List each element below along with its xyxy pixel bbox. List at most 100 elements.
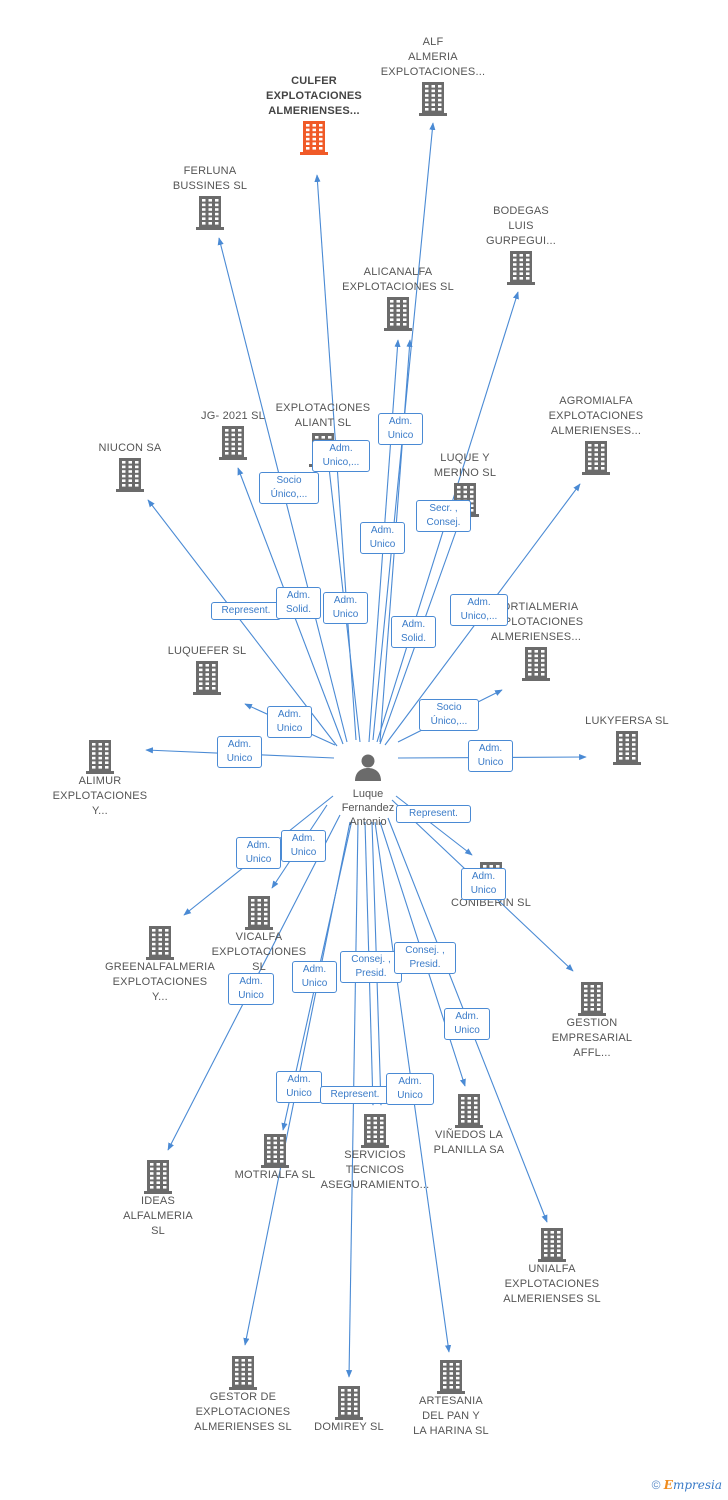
company-label-line: ALMERIENSES...	[550, 425, 642, 437]
company-label-line: AGROMIALFA	[559, 395, 633, 407]
role-badge-represent-low[interactable]: Represent.	[320, 1086, 390, 1104]
company-label-line: SL	[252, 961, 266, 973]
role-badge-bodegas[interactable]: Adm.Solid.	[391, 616, 436, 648]
role-badge-alf[interactable]: Adm.Unico	[378, 413, 423, 445]
role-badge-line: Unico,...	[460, 611, 498, 622]
company-label-line: EXPLOTACIONES	[52, 790, 148, 802]
role-badge-line: Consej.	[426, 517, 461, 528]
role-badge-ideas[interactable]: Adm.Unico	[228, 973, 274, 1005]
role-badge-alican[interactable]: Adm.Unico	[360, 522, 405, 554]
role-badge-line: Unico	[470, 885, 497, 896]
role-badge-alimur[interactable]: Adm.Unico	[217, 736, 262, 768]
role-badge-ferluna[interactable]: Adm.Solid.	[276, 587, 321, 619]
company-label-line: EXPLOTACIONES SL	[342, 281, 454, 293]
role-badge-vinedos[interactable]: Adm.Unico	[444, 1008, 490, 1040]
company-label-line: ALFALMERIA	[123, 1210, 193, 1222]
role-badge-gestor[interactable]: Adm.Unico	[276, 1071, 322, 1103]
center-person-node[interactable]: Luque Fernandez Antonio	[318, 752, 418, 829]
building-icon	[196, 196, 224, 230]
company-label-line: ALMERIENSES SL	[194, 1421, 292, 1433]
role-badge-luque-merino[interactable]: Secr. , Consej.	[416, 500, 471, 532]
role-badge-motrialfa[interactable]: Adm.Unico	[292, 961, 337, 993]
company-label-line: LUQUE Y	[440, 452, 490, 464]
company-label-line: AFFL...	[573, 1047, 611, 1059]
company-label-line: EXPLOTACIONES	[548, 410, 644, 422]
building-icon	[193, 661, 221, 695]
person-icon	[355, 754, 381, 781]
building-icon	[361, 1114, 389, 1148]
company-label: MOTRIALFA SL	[205, 1168, 345, 1183]
role-badge-line: Represent.	[221, 605, 271, 616]
role-badge-lukyfersa[interactable]: Adm.Unico	[468, 740, 513, 772]
role-badge-line: Consej. ,	[351, 954, 391, 965]
company-label-line: UNIALFA	[528, 1263, 576, 1275]
center-person-label-line-1: Luque	[352, 788, 384, 800]
company-node-luquefer[interactable]: LUQUEFER SL	[137, 644, 277, 695]
role-badge-green[interactable]: Adm.Unico	[236, 837, 281, 869]
company-node-jg-2021[interactable]: JG- 2021 SL	[163, 409, 303, 460]
company-label: LUKYFERSA SL	[557, 714, 697, 729]
role-badge-line: Secr. ,	[429, 503, 458, 514]
company-label-line: EXPLOTACIONES	[112, 976, 208, 988]
role-badge-servicios-1[interactable]: Consej. ,Presid.	[340, 951, 402, 983]
empresia-logo[interactable]: Empresia	[663, 1478, 722, 1492]
role-badge-niucon[interactable]: Represent.	[211, 602, 281, 620]
role-badge-line: Adm.	[227, 739, 252, 750]
building-icon	[229, 1356, 257, 1390]
building-icon	[455, 1094, 483, 1128]
role-badge-servicios-2[interactable]: Consej. ,Presid.	[394, 942, 456, 974]
company-label-line: EXPLOTACIONES	[211, 946, 307, 958]
role-badge-line: Adm.	[286, 590, 311, 601]
role-badge-vicalfa[interactable]: Adm.Unico	[281, 830, 326, 862]
role-badge-aliant[interactable]: Adm.Unico,...	[312, 440, 370, 472]
edge-to-niucon	[147, 499, 338, 747]
company-label-line: IDEAS	[140, 1195, 175, 1207]
role-badge-coniberin[interactable]: Adm.Unico	[461, 868, 506, 900]
role-badge-represent-right[interactable]: Represent.	[396, 805, 471, 823]
company-node-domirey[interactable]: DOMIREY SL	[279, 1384, 419, 1435]
company-label: JG- 2021 SL	[163, 409, 303, 424]
role-badge-line: Adm.	[478, 743, 503, 754]
company-label-line: VIÑEDOS LA	[434, 1129, 504, 1141]
company-node-lukyfersa[interactable]: LUKYFERSA SL	[557, 714, 697, 765]
copyright-symbol: ©	[651, 1478, 661, 1492]
role-badge-artesania[interactable]: Adm.Unico	[386, 1073, 434, 1105]
role-badge-agromialfa[interactable]: Adm.Unico,...	[450, 594, 508, 626]
company-node-agromialfa[interactable]: AGROMIALFA EXPLOTACIONES ALMERIENSES...	[526, 394, 666, 475]
company-node-niucon[interactable]: NIUCON SA	[60, 441, 200, 492]
company-label-line: ALF	[422, 36, 444, 48]
role-badge-culfer[interactable]: Adm.Unico	[323, 592, 368, 624]
center-person-label-line-3: Antonio	[349, 816, 387, 828]
company-node-motrialfa[interactable]: MOTRIALFA SL	[205, 1132, 345, 1183]
company-label-line: ALMERIA	[408, 51, 458, 63]
role-badge-line: Consej. ,	[405, 945, 445, 956]
building-icon	[522, 647, 550, 681]
role-badge-luquefer[interactable]: Adm.Unico	[267, 706, 312, 738]
building-icon	[578, 982, 606, 1016]
